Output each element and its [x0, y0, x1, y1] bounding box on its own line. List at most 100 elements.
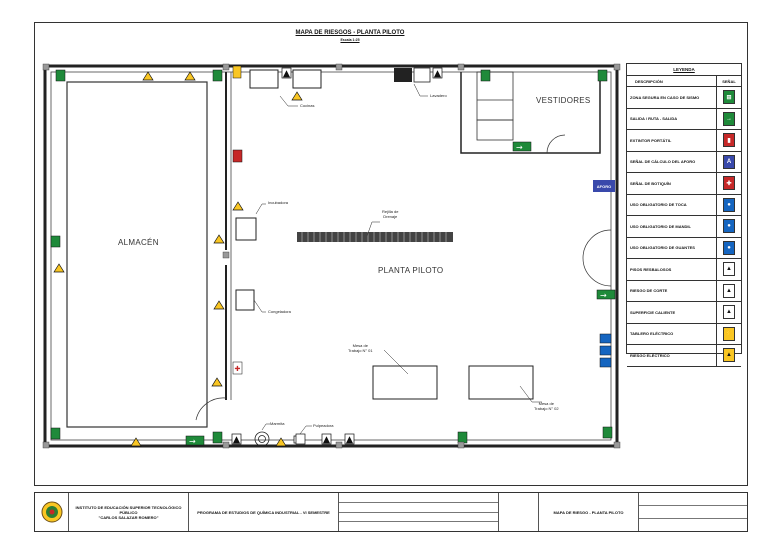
callout-rejilla: Rejilla de Drenaje: [382, 209, 399, 219]
legend-sign-icon: ▲: [723, 348, 735, 363]
legend-row-symbol: →: [717, 109, 741, 130]
legend-header: DESCRIPCIÓN SEÑAL: [627, 76, 741, 87]
legend-row-label: SALIDA / RUTA - SALIDA: [627, 108, 717, 129]
svg-text:→: →: [189, 437, 196, 446]
incubadora: [235, 217, 257, 241]
legend-row-symbol: ●: [717, 238, 741, 259]
legend-row-symbol: ●: [717, 216, 741, 237]
legend-row: PISOS RESBALOSOS ▲: [627, 259, 741, 281]
callout-cocinas: Cocinas: [300, 103, 315, 108]
riesgo-generico-signs: [231, 67, 443, 445]
legend-row-symbol: A: [717, 152, 741, 173]
legend-sign-icon: A: [723, 154, 735, 169]
cocina-2: [292, 69, 322, 89]
legend-row-symbol: ✚: [717, 173, 741, 194]
legend-row-label: EXTINTOR PORTÁTIL: [627, 130, 717, 151]
legend-sign-icon: →: [723, 111, 735, 126]
legend-sign-icon: ●: [723, 219, 735, 234]
legend-sign-icon: ▮: [723, 133, 735, 148]
legend-row-symbol: ▲: [717, 281, 741, 302]
legend-row-label: USO OBLIGATORIO DE MANDIL: [627, 216, 717, 237]
legend-sign-icon: ⊞: [723, 90, 735, 105]
legend-row-label: RIESGO DE CORTE: [627, 280, 717, 301]
room-label-almacen: ALMACÉN: [118, 238, 159, 247]
vestidores-wall: [460, 72, 601, 154]
cocina-1: [249, 69, 279, 89]
legend-row: ZONA SEGURA EN CASO DE SISMO ⊞: [627, 87, 741, 109]
legend-row: SEÑAL DE BOTIQUÍN ✚: [627, 173, 741, 195]
legend-row-label: SEÑAL DE CÁLCULO DEL AFORO: [627, 151, 717, 172]
callout-lavadero: Lavadero: [430, 93, 447, 98]
outer-wall: [43, 64, 619, 448]
legend-row: SALIDA / RUTA - SALIDA →: [627, 108, 741, 130]
plan-name: MAPA DE RIESGO - PLANTA PILOTO: [539, 493, 639, 531]
drawing-frame: [34, 22, 748, 486]
legend-sign-icon: ✚: [723, 176, 735, 191]
institute-logo: [35, 493, 69, 531]
legend-row-label: PISOS RESBALOSOS: [627, 259, 717, 280]
legend-row-label: SEÑAL DE BOTIQUÍN: [627, 173, 717, 194]
legend-row-label: USO OBLIGATORIO DE GUANTES: [627, 237, 717, 258]
mesa-2: [468, 365, 534, 400]
legend-row-symbol: ▲: [717, 259, 741, 280]
legend-row-symbol: ▮: [717, 130, 741, 151]
legend-row: SUPERFICIE CALIENTE ▲: [627, 302, 741, 324]
almacen-wall: [66, 81, 208, 428]
aforo-sign: AFORO: [593, 180, 615, 192]
map-scale: Escala 1:25: [340, 38, 360, 42]
marmita: [254, 431, 270, 447]
legend-row-symbol: ⚡: [717, 324, 741, 345]
legend-row-symbol: ●: [717, 195, 741, 216]
extintor-signs: ✚: [232, 149, 243, 375]
legend-row: EXTINTOR PORTÁTIL ▮: [627, 130, 741, 152]
legend-row-symbol: ▲: [717, 345, 741, 366]
legend-rows: ZONA SEGURA EN CASO DE SISMO ⊞ SALIDA / RU…: [627, 87, 741, 367]
mesa-1: [372, 365, 438, 400]
exit-signs: → → →: [185, 141, 616, 446]
blank-cell: [499, 493, 539, 531]
legend-row: USO OBLIGATORIO DE GUANTES ●: [627, 237, 741, 259]
svg-text:✚: ✚: [235, 365, 241, 373]
legend-table: LEYENDA DESCRIPCIÓN SEÑAL ZONA SEGURA EN…: [626, 63, 742, 367]
legend-row-label: RIESGO ELÉCTRICO: [627, 345, 717, 366]
map-title: MAPA DE RIESGOS - PLANTA PILOTO: [295, 30, 405, 36]
callout-mesa-2: Mesa de Trabajo N° 02: [534, 401, 559, 411]
svg-text:→: →: [600, 291, 607, 300]
callout-pulpeadora: Pulpeadora: [313, 423, 334, 428]
sheet-info: [639, 493, 747, 531]
legend-sign-icon: ▲: [723, 305, 735, 320]
door-arc: [195, 397, 227, 421]
program-name: PROGRAMA DE ESTUDIOS DE QUÍMICA INDUSTRI…: [189, 493, 339, 531]
legend-row-label: TABLERO ELÉCTRICO: [627, 323, 717, 344]
riesgo-electrico-signs: [53, 71, 303, 447]
legend-row: SEÑAL DE CÁLCULO DEL AFORO A: [627, 151, 741, 173]
legend-row: USO OBLIGATORIO DE TOCA●: [627, 194, 741, 216]
lavadero-sink: [394, 68, 412, 82]
institute-name: INSTITUTO DE EDUCACIÓN SUPERIOR TECNOLÓG…: [69, 493, 189, 531]
legend-title: LEYENDA: [627, 64, 741, 76]
legend-col-sym: SEÑAL: [722, 78, 736, 84]
svg-text:→: →: [516, 143, 523, 152]
legend-row-label: SUPERFICIE CALIENTE: [627, 302, 717, 323]
legend-col-desc: DESCRIPCIÓN: [627, 76, 717, 86]
legend-row-label: USO OBLIGATORIO DE TOCA: [627, 194, 717, 215]
legend-row: USO OBLIGATORIO DE MANDIL ●: [627, 216, 741, 238]
callout-mesa-1: Mesa de Trabajo N° 01: [348, 343, 373, 353]
legend-row: RIESGO ELÉCTRICO ▲: [627, 345, 741, 367]
legend-row: RIESGO DE CORTE ▲: [627, 280, 741, 302]
legend-sign-icon: ▲: [723, 283, 735, 298]
legend-sign-icon: ●: [723, 240, 735, 255]
legend-sign-icon: ▲: [723, 262, 735, 277]
legend-sign-icon: ⚡: [723, 326, 735, 341]
room-label-planta: PLANTA PILOTO: [378, 266, 444, 275]
legend-row-label: ZONA SEGURA EN CASO DE SISMO: [627, 87, 717, 108]
callout-incubadora: Incubadora: [268, 200, 289, 205]
legend-row-symbol: ⊞: [717, 87, 741, 108]
callout-congeladora: Congeladora: [268, 309, 291, 314]
title-block: INSTITUTO DE EDUCACIÓN SUPERIOR TECNOLÓG…: [34, 492, 748, 532]
signature-grid: [339, 493, 499, 531]
legend-row: TABLERO ELÉCTRICO ⚡: [627, 323, 741, 345]
legend-row-symbol: ▲: [717, 302, 741, 323]
tablero-electrico: [232, 65, 242, 79]
